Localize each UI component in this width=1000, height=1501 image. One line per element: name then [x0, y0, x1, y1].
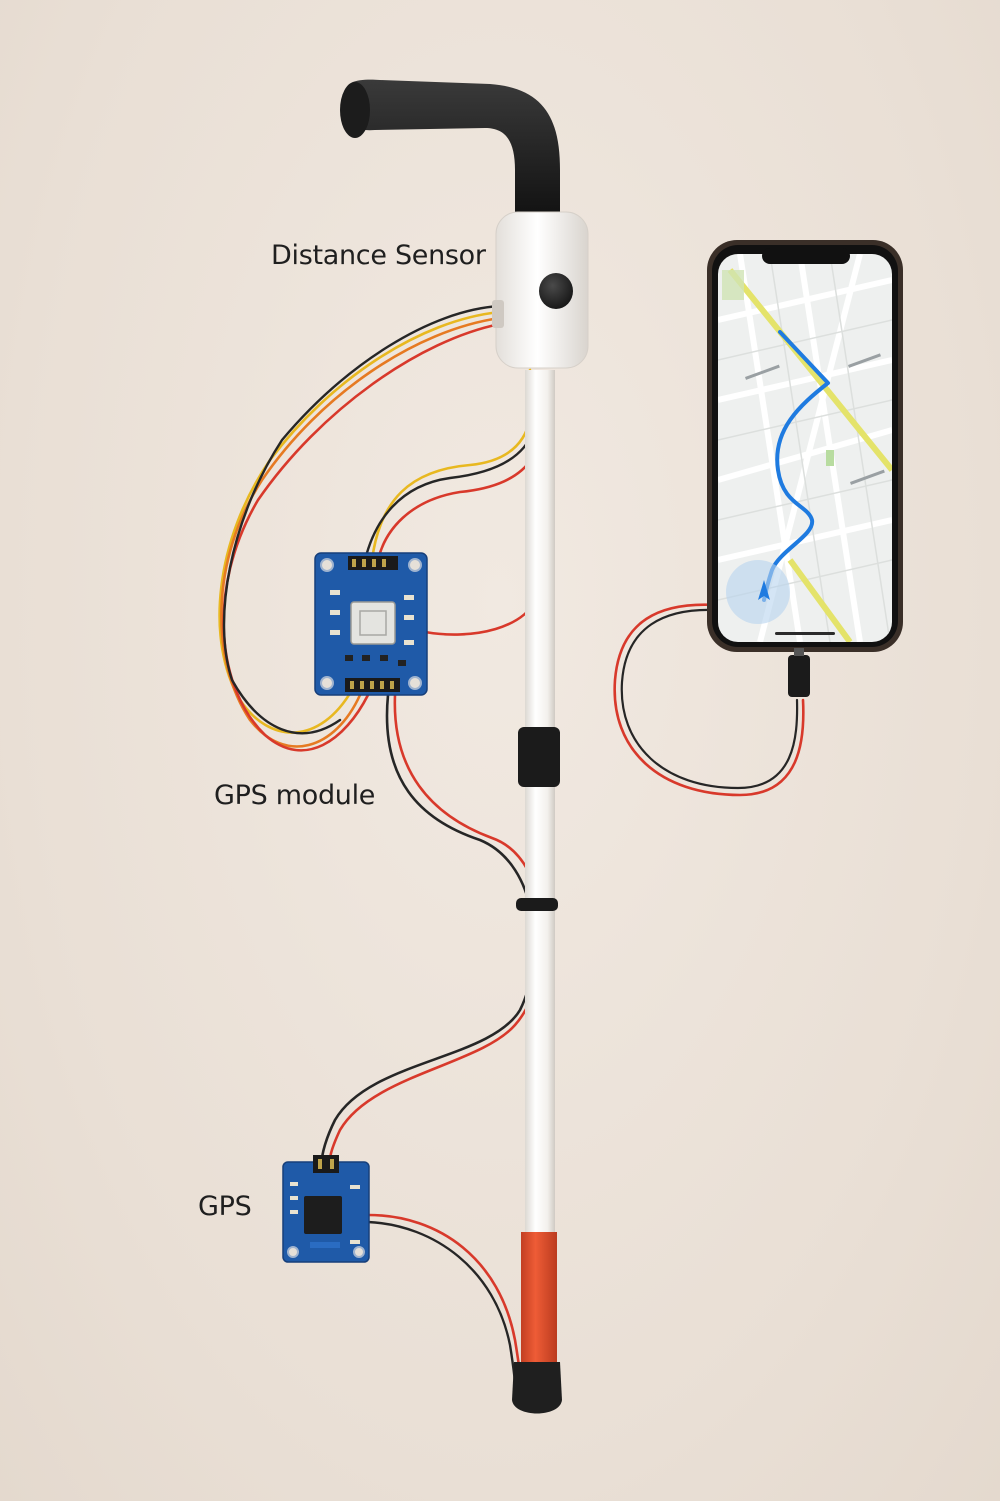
wire-black-down	[320, 693, 536, 1162]
wire-yellow-2	[370, 368, 534, 562]
gps-label: GPS	[198, 1191, 252, 1222]
location-arrow-icon	[758, 580, 770, 600]
gps-module-chip	[350, 601, 396, 645]
cane-tip-cap	[512, 1362, 562, 1414]
cane-handle	[346, 79, 560, 220]
cane-shaft	[525, 370, 555, 1240]
wire-orange	[220, 316, 502, 748]
phone-cable-black	[620, 608, 799, 790]
white-cane	[340, 79, 589, 1414]
sensor-lens	[539, 273, 573, 309]
gps-module-board	[314, 552, 428, 696]
wire-black-left	[222, 304, 502, 735]
cane-red-section	[521, 1232, 557, 1364]
smartphone	[707, 240, 903, 697]
wire-yellow	[218, 310, 502, 734]
cane-band	[516, 898, 558, 911]
phone-cable-red	[613, 603, 805, 797]
distance-sensor-label: Distance Sensor	[271, 240, 486, 271]
phone-charging-plug	[788, 655, 810, 697]
gps-module-label: GPS module	[214, 780, 376, 811]
gps-board	[282, 1155, 370, 1263]
sensor-connector	[492, 300, 504, 328]
wire-black-gps	[366, 1220, 518, 1402]
handle-end	[340, 82, 370, 138]
cane-collar	[518, 727, 560, 787]
gps-board-chip	[304, 1196, 342, 1234]
wire-red-down	[328, 693, 544, 1162]
